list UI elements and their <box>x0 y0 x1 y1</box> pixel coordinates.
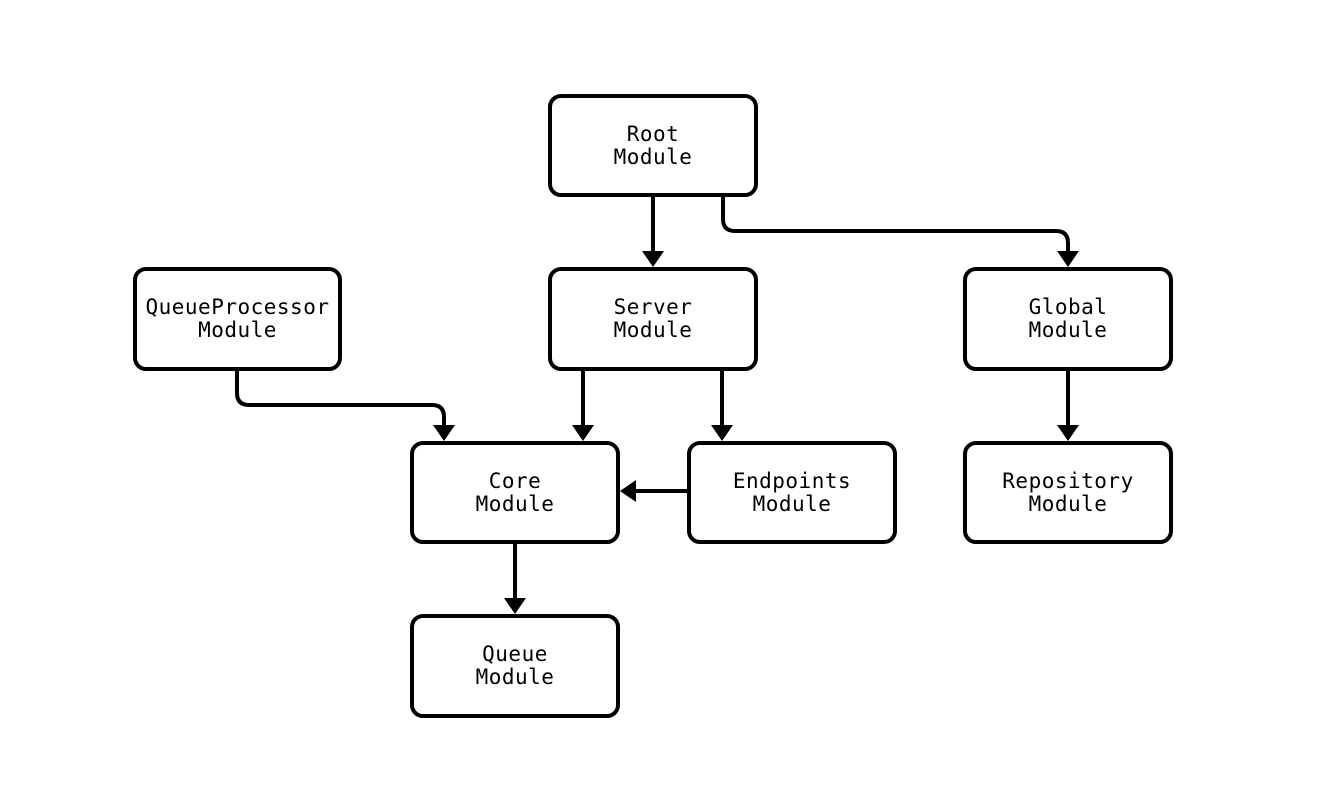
node-label-secondary: Module <box>475 491 555 516</box>
edge-endpoints-to-core <box>620 480 687 502</box>
edge-core-to-queue <box>504 544 526 614</box>
arrowhead-icon <box>642 251 664 267</box>
node-label-primary: Server <box>613 295 693 319</box>
node-label-primary: Queue <box>482 642 548 666</box>
arrowhead-icon <box>504 598 526 614</box>
node-label-primary: Repository <box>1002 468 1134 493</box>
node-label-secondary: Module <box>613 144 693 169</box>
node-label-primary: Root <box>626 121 680 146</box>
edge-server-to-endpoints <box>711 371 733 441</box>
arrowhead-icon <box>572 425 594 441</box>
arrowhead-icon <box>1057 251 1079 267</box>
edge-root-to-global <box>721 197 1079 267</box>
node-label-secondary: Module <box>613 318 693 342</box>
arrowhead-icon <box>620 480 636 502</box>
node-label-secondary: Module <box>198 318 277 342</box>
node-label-secondary: Module <box>752 491 832 516</box>
edge-server-to-core <box>572 371 594 441</box>
node-label-secondary: Module <box>1028 491 1108 516</box>
node-label-primary: Core <box>488 468 542 493</box>
edge-root-to-server <box>642 197 664 267</box>
node-label-primary: Global <box>1028 295 1108 319</box>
edge-queueprocessor-to-core <box>235 371 455 441</box>
edge-global-to-repository <box>1057 371 1079 441</box>
node-label-primary: Endpoints <box>732 468 852 493</box>
node-label-secondary: Module <box>475 665 555 689</box>
arrowhead-icon <box>711 425 733 441</box>
edge-line <box>721 197 1070 253</box>
arrowhead-icon <box>1057 425 1079 441</box>
node-label-secondary: Module <box>1028 318 1108 342</box>
node-label-primary: QueueProcessor <box>145 295 330 319</box>
arrowhead-icon <box>433 425 455 441</box>
edge-line <box>235 371 446 427</box>
